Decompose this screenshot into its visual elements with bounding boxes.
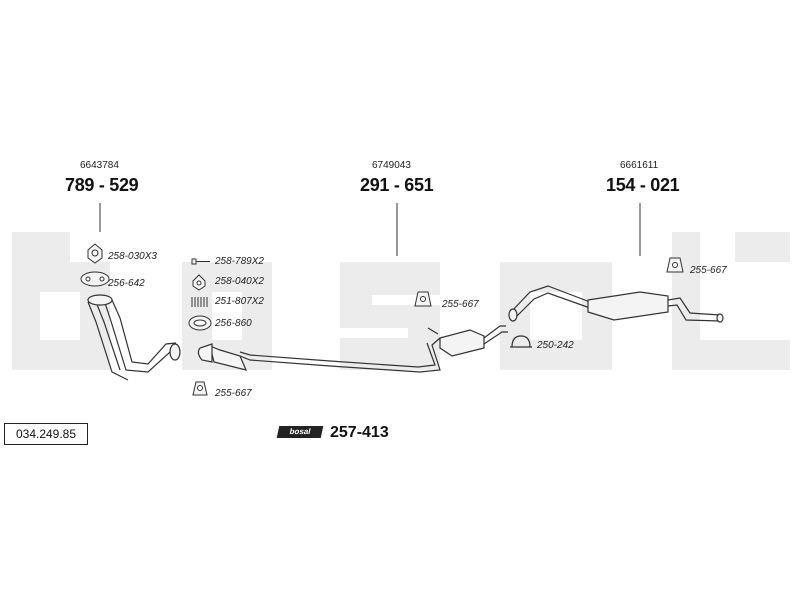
kit-part-number: 257-413 bbox=[330, 424, 389, 441]
ring-icon bbox=[188, 315, 212, 331]
reference-code: 034.249.85 bbox=[4, 423, 88, 445]
nut-small-icon bbox=[192, 274, 206, 291]
bolt-icon bbox=[191, 258, 210, 265]
front-pipe bbox=[87, 294, 181, 381]
accessory-clamp: 250-242 bbox=[537, 340, 574, 351]
accessory-bolt: 258-789X2 bbox=[215, 256, 264, 267]
accessory-hanger-front: 255-667 bbox=[215, 388, 252, 399]
accessory-gasket-front: 256-642 bbox=[108, 278, 145, 289]
clamp-icon bbox=[510, 335, 532, 348]
oem-number-rear: 6661611 bbox=[620, 160, 659, 171]
part-number-front: 789 - 529 bbox=[65, 175, 139, 195]
accessory-spring: 251-807X2 bbox=[215, 296, 264, 307]
spring-icon bbox=[191, 297, 208, 307]
accessory-nut-front: 258-030X3 bbox=[108, 251, 157, 262]
oem-number-front: 6643784 bbox=[80, 160, 119, 171]
accessory-hanger-mid: 255-667 bbox=[442, 299, 479, 310]
gasket-icon bbox=[80, 271, 110, 287]
accessory-nut-mid: 258-040X2 bbox=[215, 276, 264, 287]
part-number-middle: 291 - 651 bbox=[360, 175, 434, 195]
hanger-front-icon bbox=[192, 381, 208, 396]
kit-brand-badge: bosal bbox=[276, 426, 324, 438]
bosal-watermark bbox=[12, 232, 790, 370]
part-number-rear: 154 - 021 bbox=[606, 175, 680, 195]
oem-number-middle: 6749043 bbox=[372, 160, 411, 171]
middle-pipe bbox=[197, 325, 508, 373]
accessory-hanger-rear: 255-667 bbox=[690, 265, 727, 276]
hanger-rear-icon bbox=[666, 257, 684, 273]
accessory-ring: 256-860 bbox=[215, 318, 252, 329]
nut-icon bbox=[87, 243, 103, 264]
hanger-mid-icon bbox=[414, 291, 432, 307]
rear-muffler bbox=[508, 285, 724, 323]
